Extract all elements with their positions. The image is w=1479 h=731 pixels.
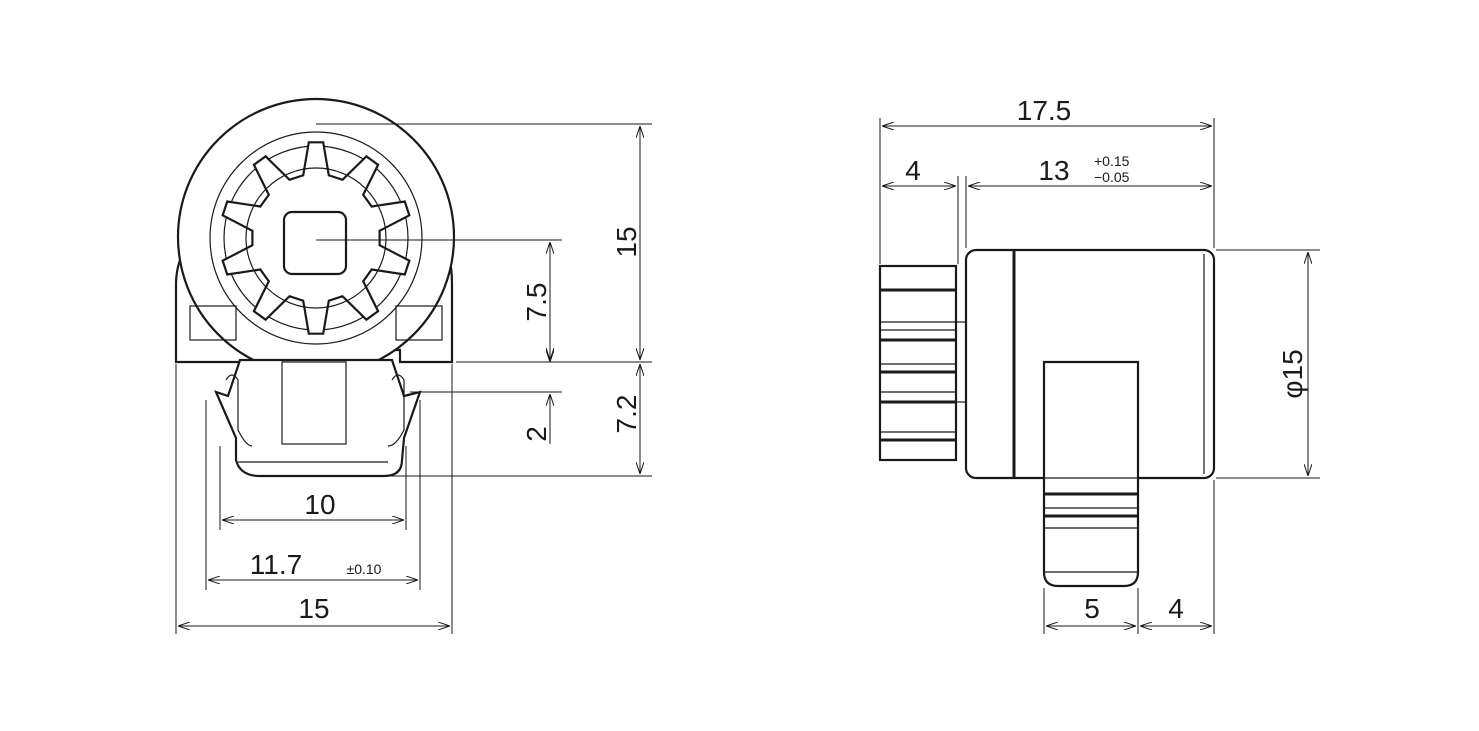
label-13-tol-upper: +0.15 bbox=[1094, 153, 1130, 169]
side-view: 17.5 4 13 +0.15 −0.05 φ15 5 4 bbox=[878, 95, 1320, 634]
label-4-tab: 4 bbox=[1168, 593, 1184, 624]
label-2-vertical: 2 bbox=[521, 426, 552, 442]
label-15-vertical: 15 bbox=[611, 226, 642, 257]
front-clip-right-finger bbox=[387, 374, 405, 447]
front-clip-slot bbox=[281, 361, 347, 445]
side-tab bbox=[1042, 360, 1140, 588]
label-10: 10 bbox=[304, 489, 335, 520]
front-right-window bbox=[395, 305, 443, 341]
label-15-horizontal: 15 bbox=[298, 593, 329, 624]
front-clip-outline bbox=[214, 358, 422, 478]
side-gear-body bbox=[878, 264, 958, 462]
label-13: 13 bbox=[1038, 155, 1069, 186]
front-clip-left-finger bbox=[225, 374, 253, 447]
label-11-7-tolerance: ±0.10 bbox=[347, 561, 382, 577]
label-phi15: φ15 bbox=[1277, 349, 1308, 398]
front-view: 15 7.2 7.5 2 10 11.7 ±0.10 15 bbox=[174, 97, 652, 634]
front-hub-hole bbox=[282, 210, 348, 276]
label-13-tol-lower: −0.05 bbox=[1094, 169, 1130, 185]
label-7-5-vertical: 7.5 bbox=[521, 283, 552, 322]
label-11-7: 11.7 bbox=[250, 549, 302, 580]
label-7-2-vertical: 7.2 bbox=[611, 395, 642, 434]
label-4-gear: 4 bbox=[905, 155, 921, 186]
front-gear-root bbox=[245, 167, 387, 309]
front-inner-ring bbox=[209, 131, 423, 345]
label-5: 5 bbox=[1084, 593, 1100, 624]
front-left-window bbox=[189, 305, 237, 341]
label-17-5: 17.5 bbox=[1017, 95, 1072, 126]
